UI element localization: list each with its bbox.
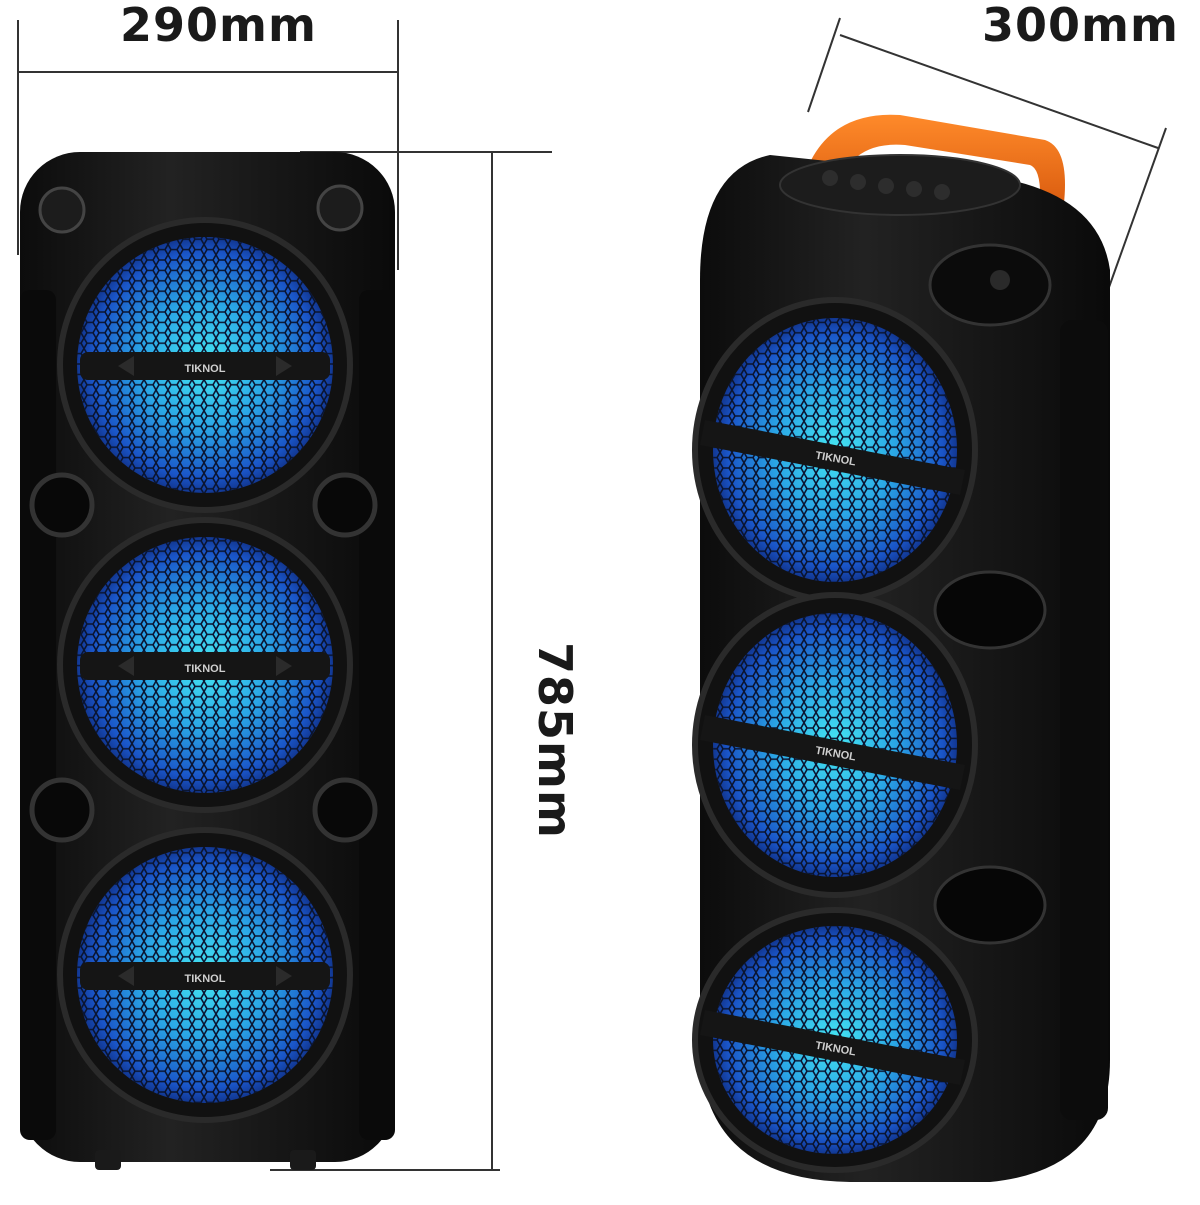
angled-port-mid-2: [933, 865, 1047, 945]
depth-dimension-label: 300mm: [982, 0, 1179, 52]
front-port-2-right: [312, 777, 378, 843]
front-driver-3: TIKNOL: [57, 827, 353, 1123]
depth-dim-tick-right: [1107, 127, 1167, 291]
carry-handle: [800, 114, 1065, 230]
depth-dim-tick-left: [807, 17, 841, 113]
angled-port-top: [928, 243, 1052, 327]
angled-driver-3: TIKNOL: [692, 907, 978, 1173]
front-driver-3-brand: TIKNOL: [185, 973, 226, 985]
front-driver-1: TIKNOL: [57, 217, 353, 513]
front-port-2-left: [29, 777, 95, 843]
control-buttons: [822, 170, 950, 200]
angled-ridge-right: [1060, 320, 1108, 1120]
front-foot-left: [95, 1150, 121, 1170]
front-driver-1-brand: TIKNOL: [185, 363, 226, 375]
front-driver-2-brand: TIKNOL: [185, 663, 226, 675]
speaker-angled-view: TIKNOL TIKNOL TIKNOL: [692, 114, 1110, 1182]
front-port-1-left: [29, 472, 95, 538]
front-foot-right: [290, 1150, 316, 1170]
front-knob-right: [316, 184, 364, 232]
depth-dim-line: [839, 34, 1159, 149]
control-panel: [779, 154, 1021, 216]
front-ridge-right: [359, 290, 395, 1140]
front-driver-2: TIKNOL: [57, 517, 353, 813]
angled-driver-2: TIKNOL: [692, 592, 978, 898]
angled-driver-1: TIKNOL: [692, 297, 978, 603]
width-dimension-label: 290mm: [120, 0, 317, 52]
height-dimension-label: 785mm: [528, 641, 582, 839]
angled-port-mid-1: [933, 570, 1047, 650]
front-port-1-right: [312, 472, 378, 538]
front-knob-left: [38, 186, 86, 234]
front-ridge-left: [20, 290, 56, 1140]
speaker-front-view: TIKNOL TIKNOL TIKNOL: [20, 152, 395, 1170]
aux-jack: [990, 270, 1010, 290]
